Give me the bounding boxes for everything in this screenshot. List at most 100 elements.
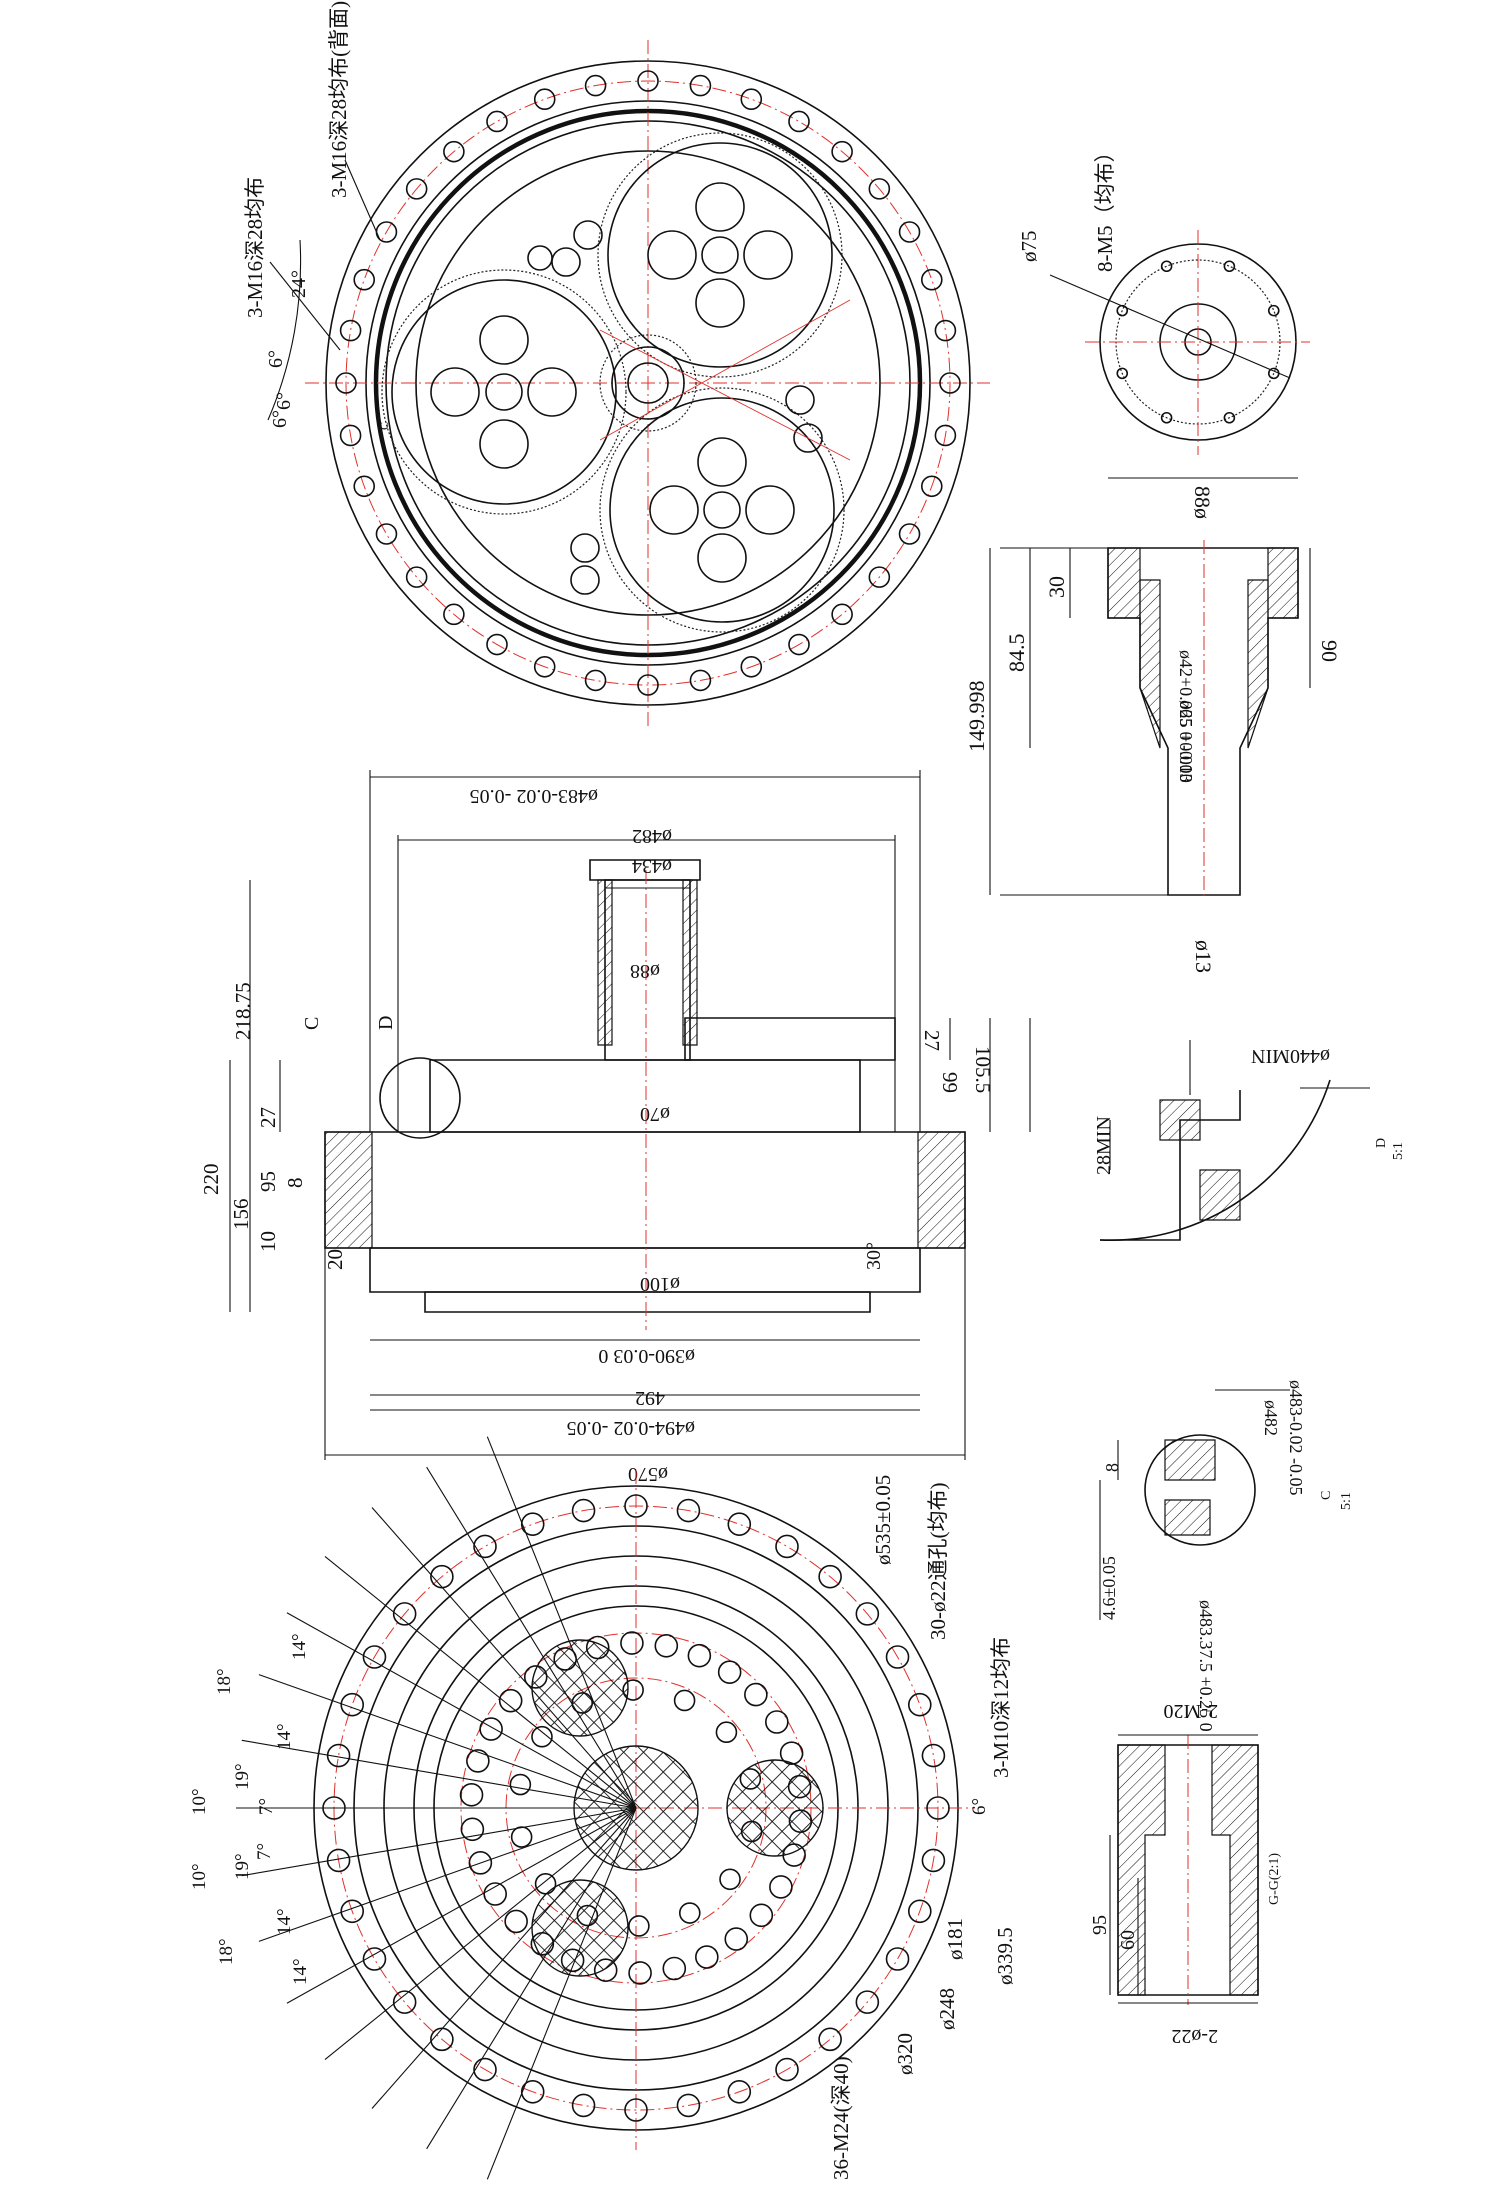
bolt-hole	[473, 2057, 497, 2082]
angle-label: 14°	[274, 1908, 295, 1935]
bolt-hole	[788, 633, 810, 656]
rear-holes22: 30-ø22通孔(均布)	[926, 1483, 950, 1640]
detail-c-label: C	[1319, 1491, 1334, 1500]
bolt-hole	[727, 1512, 752, 1537]
bolt-hole	[727, 2079, 752, 2104]
bolt-hole	[637, 70, 659, 92]
bolt-hole	[740, 88, 763, 111]
section-gg-view: 2-M20 2-ø22 95 60 G-G(2:1)	[1089, 1700, 1282, 2047]
angle-label: 18°	[214, 1668, 235, 1695]
sec-d390: ø390-0.03 0	[598, 1345, 695, 1367]
sec-d70: ø70	[640, 1103, 670, 1125]
bolt-hole	[533, 88, 556, 111]
angle-ray	[241, 1739, 637, 1809]
angle-24: 24°	[288, 270, 310, 298]
bolt-hole	[335, 372, 357, 394]
through-hole	[769, 1875, 793, 1899]
flange-hole	[1223, 260, 1236, 273]
bolt-hole	[339, 424, 362, 447]
sec-d: D	[375, 1016, 397, 1030]
bolt-hole	[818, 2027, 842, 2052]
detail-c-view: ø483-0.02 -0.05 ø482 8 4.6±0.05 ø483.37.…	[1099, 1380, 1354, 1732]
shaft-d65: ø65 0 -0.03	[1176, 700, 1196, 783]
through-hole	[654, 1634, 679, 1658]
angle-label: 6°	[969, 1798, 990, 1815]
bolt-hole	[868, 178, 891, 200]
bolt-hole	[392, 1602, 417, 1626]
through-hole	[620, 1631, 644, 1655]
detail-c-h8: 8	[1102, 1463, 1122, 1472]
bolt-hole	[353, 268, 376, 291]
through-hole	[724, 1927, 749, 1951]
sec-d494: ø494-0.02 -0.05	[567, 1417, 695, 1439]
shaft-d13: ø13	[1191, 940, 1216, 973]
bolt-hole	[885, 1645, 910, 1669]
sec-h27r: 27	[920, 1030, 944, 1051]
rear-m10: 3-M10深12均布	[989, 1637, 1013, 1778]
angle-ray	[426, 1807, 637, 2150]
angle-label: 19°	[232, 1853, 253, 1880]
section-view: ø483-0.02 -0.05 ø482 ø434 ø88 ø70 ø100 ø…	[199, 770, 1031, 1485]
angle-ray	[258, 1807, 637, 1942]
bolt-hole	[926, 1796, 950, 1820]
bolt-hole	[375, 523, 398, 545]
bolt-hole	[584, 669, 607, 692]
sec-h220: 220	[199, 1164, 223, 1196]
through-hole	[719, 1868, 741, 1891]
bolt-hole	[775, 2057, 799, 2082]
bolt-hole	[855, 1602, 880, 1626]
angle-6c: 6°	[269, 410, 291, 428]
through-hole	[717, 1660, 742, 1684]
bolt-hole	[689, 74, 712, 97]
bolt-hole	[855, 1990, 880, 2014]
bolt-hole	[831, 603, 853, 626]
bolt-hole	[921, 1743, 946, 1768]
angle-label: 10°	[189, 1863, 210, 1890]
through-hole	[466, 1749, 490, 1773]
through-hole	[468, 1851, 493, 1875]
bolt-hole	[934, 424, 957, 447]
rear-d535: ø535±0.05	[871, 1475, 895, 1565]
detail-d-scale: 5:1	[1391, 1142, 1406, 1160]
sec-d483: ø483-0.02 -0.05	[470, 785, 598, 807]
bolt-hole	[920, 475, 943, 498]
bolt-hole	[624, 1494, 648, 1518]
angle-label: 14°	[290, 1958, 311, 1985]
sec-d88: ø88	[630, 960, 660, 982]
through-hole	[744, 1682, 768, 1707]
sec-h105: 105.5	[971, 1046, 995, 1093]
bolt-hole	[520, 1512, 545, 1537]
detail-d-label: D	[1374, 1138, 1389, 1148]
angle-ray	[371, 1807, 637, 2109]
bolt-hole	[907, 1899, 932, 1924]
angle-ray	[286, 1807, 637, 2004]
bolt-hole	[362, 1645, 387, 1669]
angle-ray	[286, 1612, 637, 1809]
flange-hole	[1116, 367, 1129, 380]
bolt-hole	[340, 1692, 365, 1717]
detail-d-h28: 28MIN	[1093, 1116, 1115, 1175]
bolt-hole	[689, 669, 712, 692]
detail-c-d483: ø483-0.02 -0.05	[1286, 1380, 1306, 1496]
angle-ray	[486, 1436, 637, 1809]
angle-6a: 6°	[265, 350, 287, 368]
through-hole	[483, 1882, 507, 1906]
bolt-hole	[868, 566, 891, 588]
bolt-hole	[624, 2098, 648, 2122]
through-hole	[662, 1956, 687, 1981]
bolt-hole	[818, 1564, 842, 1589]
gg-h60: 60	[1117, 1930, 1139, 1950]
gg-m20: 2-M20	[1164, 1700, 1218, 1722]
through-hole	[749, 1903, 774, 1928]
sec-h8: 8	[283, 1178, 307, 1189]
sec-h99: 99	[938, 1072, 962, 1093]
bolt-hole	[676, 2093, 701, 2118]
angle-label: 14°	[274, 1723, 295, 1750]
sec-d434: ø434	[632, 855, 672, 877]
shaft-h30: 30	[1044, 576, 1069, 598]
through-hole	[479, 1717, 503, 1741]
shaft-h149: 149.998	[964, 681, 989, 753]
sec-h10: 10	[256, 1231, 280, 1252]
rear-view: ø535±0.05 30-ø22通孔(均布) 3-M10深12均布 36-M24…	[189, 1436, 1017, 2180]
